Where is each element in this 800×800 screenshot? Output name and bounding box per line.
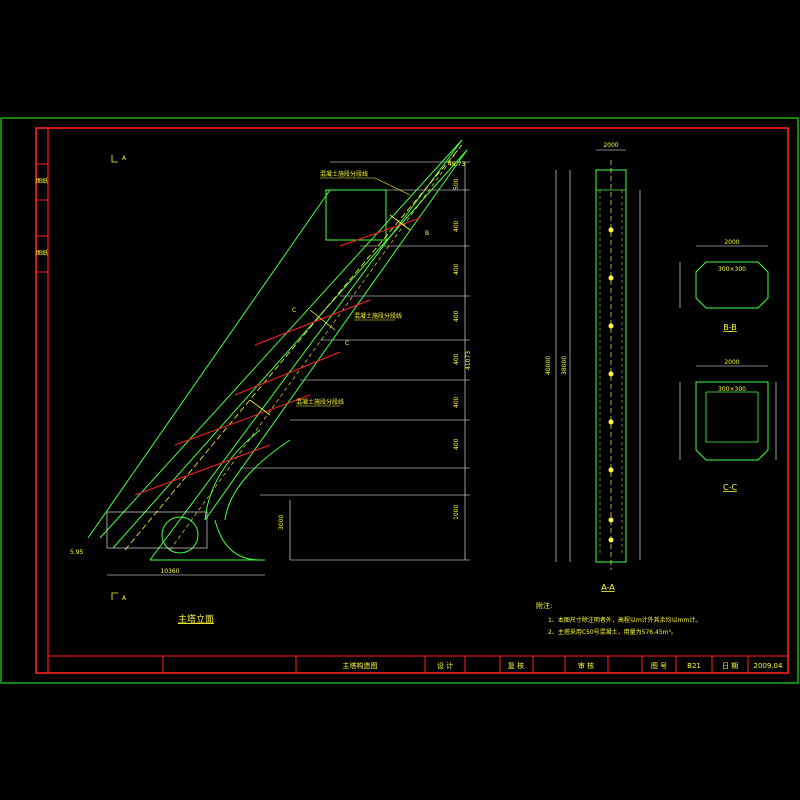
mark-c2: C [345, 340, 349, 347]
svg-text:2000: 2000 [603, 142, 618, 149]
svg-text:1000: 1000 [453, 505, 460, 520]
title-block [48, 655, 788, 673]
date-label: 日 期 [722, 662, 738, 670]
tower-centerline-2 [169, 149, 459, 551]
notes-line-2: 2、主塔采用C50号混凝土，用量为576.45m³。 [548, 628, 677, 636]
mark-a-bottom: A [122, 595, 127, 602]
bb-width: 2000 [724, 239, 739, 246]
joint-label-2: 混凝土施段分段线 [354, 312, 402, 320]
right-dims: 500 400 400 400 400 400 400 1000 41073 [453, 178, 472, 520]
joint-leaders [296, 177, 411, 407]
section-cc [679, 365, 777, 461]
date-value: 2009.04 [754, 662, 783, 670]
svg-text:400: 400 [453, 396, 460, 408]
notes-heading: 附注: [536, 601, 552, 610]
section-cut-markers [111, 155, 411, 600]
elev-bottom: 5.95 [70, 549, 84, 556]
drawing-no-label: 图 号 [651, 662, 667, 670]
svg-text:400: 400 [453, 263, 460, 275]
side-tab-2 [35, 235, 49, 273]
svg-text:38000: 38000 [561, 356, 568, 375]
outer-frame [0, 117, 799, 684]
drawing-name: 主塔构造图 [343, 661, 378, 670]
section-aa: 2000 40000 38000 [545, 142, 641, 570]
cc-width: 2000 [724, 359, 739, 366]
segment-cut-lines [134, 217, 421, 496]
section-cc-title: C-C [723, 483, 737, 492]
joint-label-1: 混凝土施段分段线 [320, 170, 368, 178]
designed-label: 设 计 [437, 661, 453, 670]
tower-outline [87, 139, 468, 561]
svg-text:41073: 41073 [465, 351, 472, 370]
checked-label: 复 核 [508, 661, 524, 670]
section-aa-title: A-A [601, 583, 615, 592]
drawing-no: B21 [687, 662, 701, 670]
section-bb [679, 245, 769, 309]
svg-text:400: 400 [453, 353, 460, 365]
svg-text:40000: 40000 [545, 356, 552, 375]
side-tab-2-label: 图纸 [36, 249, 48, 257]
mark-a-top: A [122, 155, 127, 162]
base-height-dim: 3000 [278, 515, 285, 530]
base-frame [106, 500, 291, 576]
tower-centerline [124, 144, 463, 551]
bb-inner-size: 300×300 [718, 266, 746, 273]
joint-label-3: 混凝土施段分段线 [296, 398, 344, 406]
side-tab-1-label: 图纸 [36, 177, 48, 185]
main-elevation-title: 主塔立面 [178, 613, 214, 625]
svg-text:400: 400 [453, 310, 460, 322]
elev-top: 46.73 [448, 161, 465, 168]
svg-text:400: 400 [453, 438, 460, 450]
mark-b: B [425, 230, 429, 237]
level-lines [240, 161, 470, 561]
base-circle [161, 516, 199, 554]
side-tab-1 [35, 163, 49, 201]
section-bb-title: B-B [723, 323, 737, 332]
notes-line-1: 1、本图尺寸除注明者外，高程以m计外其余均以mm计。 [548, 616, 701, 624]
cc-inner-size: 300×300 [718, 386, 746, 393]
approved-label: 审 核 [578, 661, 594, 670]
mark-c1: C [292, 307, 296, 314]
svg-text:500: 500 [453, 178, 460, 190]
svg-text:400: 400 [453, 220, 460, 232]
base-width-dim: 10360 [160, 568, 179, 575]
inner-frame [35, 127, 789, 674]
